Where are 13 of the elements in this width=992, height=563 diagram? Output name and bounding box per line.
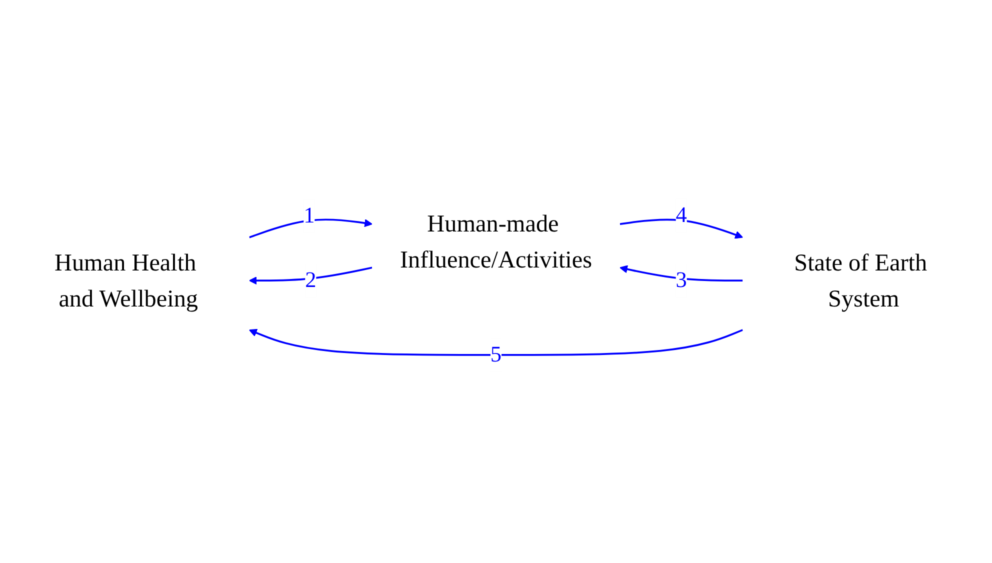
- edge-label: 2: [305, 268, 316, 293]
- edge-label: 3: [676, 268, 687, 293]
- arrow: [248, 328, 744, 356]
- arrow: [248, 218, 372, 238]
- node-text: State of Earth System: [794, 248, 928, 312]
- arrow: [620, 218, 744, 239]
- arrow: [620, 265, 743, 282]
- node-text: Human Health and Wellbeing: [54, 248, 198, 312]
- node-text: Human-made Influence/Activities: [400, 210, 592, 274]
- edge-label: 5: [490, 342, 502, 368]
- arrow: [248, 266, 372, 285]
- edge-label: 1: [304, 204, 315, 228]
- edge-label: 4: [676, 203, 687, 228]
